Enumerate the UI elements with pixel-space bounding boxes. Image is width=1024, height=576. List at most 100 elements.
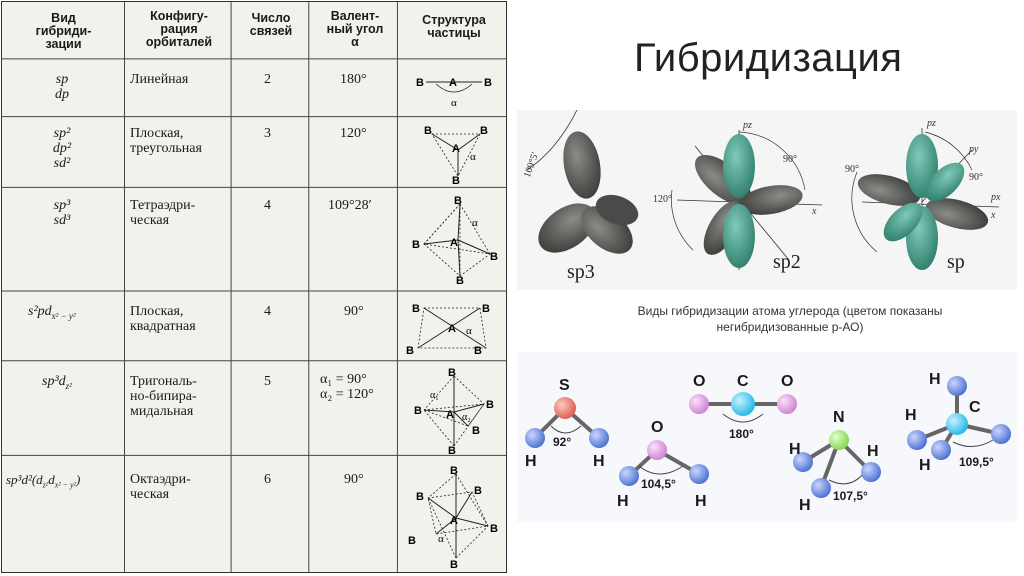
svg-text:sp2: sp2 (773, 251, 801, 273)
row6-bonds: 6 (264, 472, 271, 487)
svg-text:A: A (450, 237, 458, 249)
svg-text:B: B (414, 405, 422, 417)
svg-text:H: H (789, 441, 801, 458)
svg-text:B: B (450, 559, 458, 570)
h2o-molecule: O H H 104,5° (617, 419, 709, 510)
svg-text:B: B (474, 485, 482, 497)
linear-structure-diagram: B A B α (416, 77, 492, 109)
svg-text:B: B (490, 523, 498, 535)
svg-text:pz: pz (742, 120, 752, 131)
trigonal-bipyramidal-structure-diagram: B B B B B A α₁ α₂ (414, 367, 494, 454)
row5-type: sp³dz² (42, 374, 72, 391)
svg-text:H: H (919, 457, 931, 474)
svg-text:B: B (452, 175, 460, 186)
svg-text:sp: sp (947, 251, 965, 273)
svg-text:120°: 120° (653, 194, 672, 205)
sp2-orbital: pz x 90° 120° sp2 (653, 120, 823, 273)
svg-text:α₂: α₂ (462, 412, 471, 423)
svg-text:90°: 90° (783, 154, 797, 165)
svg-text:B: B (416, 491, 424, 503)
svg-text:H: H (617, 493, 629, 510)
svg-text:B: B (456, 275, 464, 287)
row5-angle: α₁ = 90°α₂ = 120° (320, 372, 374, 402)
row1-angle: 180° (340, 72, 367, 87)
svg-text:B: B (448, 445, 456, 454)
table-grid (2, 2, 506, 572)
svg-text:B: B (450, 465, 458, 477)
carbon-orbitals-figure: 109°5′ sp3 pz x 90° 120° sp2 (517, 110, 1017, 290)
row4-config: Плоская,квадратная (130, 304, 196, 334)
svg-text:H: H (799, 497, 811, 514)
trigonal-structure-diagram: B B A B α (424, 125, 488, 186)
row2-config: Плоская,треугольная (130, 126, 202, 156)
tetrahedral-structure-diagram: B B A B B α (412, 195, 498, 287)
svg-text:B: B (480, 125, 488, 137)
svg-text:H: H (593, 453, 605, 470)
svg-text:px: px (990, 192, 1001, 203)
sp3-orbital: 109°5′ sp3 (522, 110, 639, 283)
row4-type: s²pdx² − y² (28, 304, 76, 321)
svg-text:N: N (833, 409, 845, 426)
row1-config: Линейная (130, 72, 189, 87)
svg-text:A: A (449, 77, 457, 89)
svg-text:C: C (969, 399, 981, 416)
svg-text:104,5°: 104,5° (641, 477, 676, 491)
svg-text:α₁: α₁ (430, 390, 439, 401)
slide-title: Гибридизация (634, 36, 903, 80)
svg-text:92°: 92° (553, 435, 571, 449)
row4-angle: 90° (344, 304, 364, 319)
svg-text:α: α (466, 325, 472, 337)
row5-bonds: 5 (264, 374, 271, 389)
svg-text:B: B (412, 239, 420, 251)
svg-text:x: x (990, 210, 996, 221)
svg-text:H: H (525, 453, 537, 470)
row4-bonds: 4 (264, 304, 271, 319)
orbitals-caption: Виды гибридизации атома углерода (цветом… (637, 304, 943, 334)
svg-text:B: B (424, 125, 432, 137)
svg-text:O: O (651, 419, 663, 436)
ch4-molecule: H C H H 109,5° (905, 371, 1011, 474)
svg-text:109°5′: 109°5′ (522, 151, 541, 179)
svg-text:B: B (486, 399, 494, 411)
svg-text:107,5°: 107,5° (833, 489, 868, 503)
svg-text:109,5°: 109,5° (959, 455, 994, 469)
svg-text:A: A (448, 323, 456, 335)
svg-text:B: B (472, 425, 480, 437)
svg-text:90°: 90° (845, 164, 859, 175)
svg-text:O: O (781, 373, 793, 390)
svg-text:B: B (416, 77, 424, 89)
svg-text:py: py (968, 144, 979, 155)
svg-text:B: B (490, 251, 498, 263)
svg-text:A: A (452, 143, 460, 155)
row5-config: Тригональ-но-бипира-мидальная (130, 374, 197, 419)
row6-angle: 90° (344, 472, 364, 487)
svg-text:B: B (408, 535, 416, 547)
octahedral-structure-diagram: B B B B B B A α (408, 465, 498, 570)
svg-text:α: α (470, 151, 476, 163)
svg-text:S: S (559, 377, 570, 394)
row1-bonds: 2 (264, 72, 271, 87)
square-planar-structure-diagram: B B A B B α (406, 303, 490, 357)
svg-text:180°: 180° (729, 427, 754, 441)
svg-text:α: α (451, 97, 457, 109)
row6-config: Октаэдри-ческая (130, 472, 191, 502)
svg-text:B: B (484, 77, 492, 89)
svg-text:H: H (905, 407, 917, 424)
row3-bonds: 4 (264, 198, 271, 213)
svg-text:B: B (448, 367, 456, 379)
svg-text:sp3: sp3 (567, 261, 595, 283)
svg-text:H: H (695, 493, 707, 510)
row2-bonds: 3 (264, 126, 271, 141)
nh3-molecule: N H H H 107,5° (789, 409, 881, 514)
row2-angle: 120° (340, 126, 367, 141)
row3-angle: 109°28′ (328, 198, 372, 213)
